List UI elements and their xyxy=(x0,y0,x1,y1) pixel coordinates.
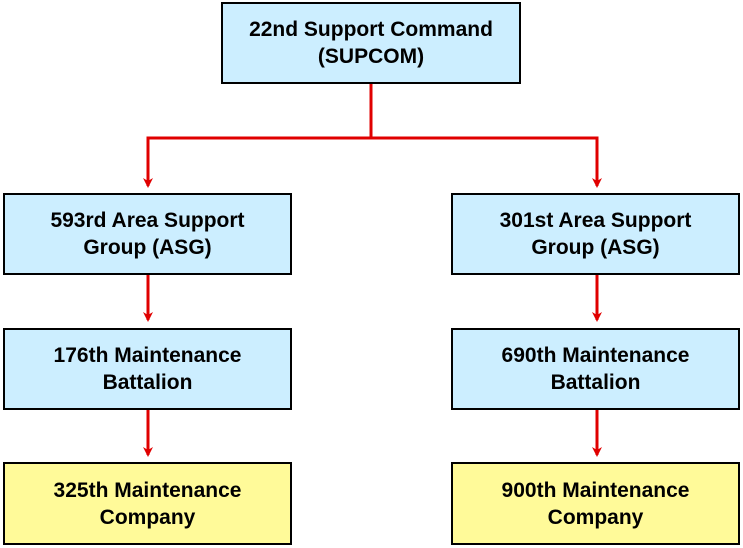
node-title-line2: Battalion xyxy=(102,371,193,394)
node-title-line2: Group (ASG) xyxy=(83,236,212,259)
node-22nd-support-command: 22nd Support Command (SUPCOM) xyxy=(221,2,521,84)
node-title-line1: 593rd Area Support xyxy=(50,209,245,232)
node-176th-maintenance-battalion: 176th Maintenance Battalion xyxy=(3,328,292,410)
node-title-line1: 325th Maintenance xyxy=(53,478,242,502)
node-title-line2: Battalion xyxy=(550,371,641,394)
node-title-line1: 900th Maintenance xyxy=(501,478,690,502)
node-title-line1: 301st Area Support xyxy=(499,209,692,232)
node-593rd-area-support-group: 593rd Area Support Group (ASG) xyxy=(3,193,292,275)
node-title-line2: (SUPCOM) xyxy=(317,45,425,68)
node-900th-maintenance-company: 900th Maintenance Company xyxy=(451,462,740,545)
node-325th-maintenance-company: 325th Maintenance Company xyxy=(3,462,292,545)
node-title-line1: 22nd Support Command xyxy=(249,18,493,41)
node-301st-area-support-group: 301st Area Support Group (ASG) xyxy=(451,193,740,275)
node-title-line2: Company xyxy=(99,505,196,529)
node-title-line2: Group (ASG) xyxy=(531,236,660,259)
node-title-line1: 176th Maintenance xyxy=(53,344,242,367)
node-title-line1: 690th Maintenance xyxy=(501,344,690,367)
connector-supcom-to-asg-301 xyxy=(371,136,602,188)
node-690th-maintenance-battalion: 690th Maintenance Battalion xyxy=(451,328,740,410)
node-title-line2: Company xyxy=(547,505,644,529)
connector-supcom-to-asg-593 xyxy=(143,84,373,188)
